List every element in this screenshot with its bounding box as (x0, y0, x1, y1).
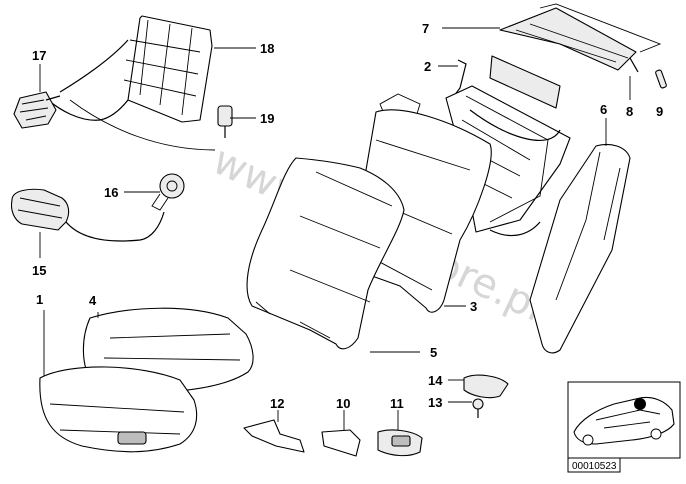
leader-lines (39, 27, 631, 430)
part-17-connector[interactable] (13, 91, 61, 129)
part-18-heating-mat[interactable] (47, 15, 216, 151)
callout-3: 3 (470, 299, 477, 314)
part-6-side-bolster[interactable] (529, 143, 631, 354)
callout-17: 17 (32, 48, 46, 63)
callout-7: 7 (422, 21, 429, 36)
callout-18: 18 (260, 41, 274, 56)
callout-6: 6 (600, 102, 607, 117)
part-19-sensor[interactable] (217, 105, 233, 138)
part-7-top-strip[interactable] (499, 3, 662, 71)
reference-thumbnail: 00010523 (567, 381, 681, 473)
callout-19: 19 (260, 111, 274, 126)
part-1-seat-cushion-base[interactable] (39, 366, 198, 453)
callout-16: 16 (104, 185, 118, 200)
callout-1: 1 (36, 292, 43, 307)
part-9-pin[interactable] (655, 69, 667, 89)
callout-10: 10 (336, 396, 350, 411)
part-13-screw[interactable] (472, 398, 484, 418)
part-14-handle[interactable] (463, 374, 509, 399)
part-16-sensor-unit[interactable] (151, 173, 185, 211)
callout-8: 8 (626, 104, 633, 119)
car-silhouette-icon (573, 396, 675, 446)
reference-code: 00010523 (572, 461, 617, 472)
part-10-bracket[interactable] (321, 429, 361, 457)
callout-13: 13 (428, 395, 442, 410)
callout-12: 12 (270, 396, 284, 411)
callout-labels: 1 2 3 4 5 6 7 8 9 10 11 12 13 14 15 16 1… (32, 21, 663, 411)
part-11-switch[interactable] (377, 429, 423, 457)
part-12-bracket[interactable] (243, 419, 305, 453)
callout-11: 11 (390, 396, 404, 411)
callout-9: 9 (656, 104, 663, 119)
callout-15: 15 (32, 263, 46, 278)
part-5-backrest-cover[interactable] (246, 157, 405, 350)
callout-4: 4 (89, 293, 97, 308)
callout-5: 5 (430, 345, 437, 360)
part-15-fan-unit[interactable] (10, 188, 165, 242)
part-8-bolt[interactable] (629, 57, 639, 73)
location-marker-icon (634, 398, 646, 410)
callout-14: 14 (428, 373, 443, 388)
callout-2: 2 (424, 59, 431, 74)
